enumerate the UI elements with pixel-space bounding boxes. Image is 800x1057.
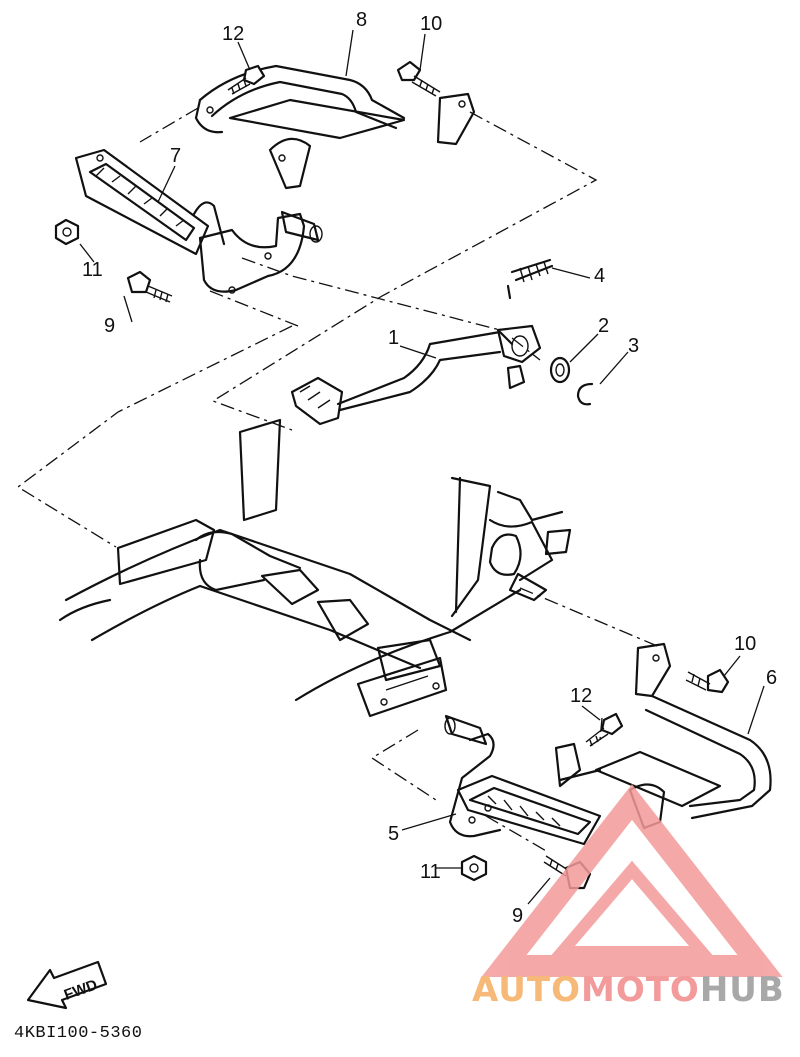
bolt-9-upper <box>126 270 173 303</box>
callout-9-lower: 9 <box>512 905 523 927</box>
callout-labels: 8 10 12 7 11 9 1 4 2 3 10 6 12 5 11 9 <box>82 9 777 927</box>
callout-5: 5 <box>388 823 399 845</box>
watermark-part-2: MOTO <box>580 970 700 1010</box>
part-7-left-footrest <box>74 148 323 294</box>
callout-11-upper: 11 <box>82 259 103 281</box>
assembly-lines <box>16 107 663 853</box>
callout-12-upper: 12 <box>222 23 244 45</box>
watermark-brand-text: AUTOMOTOHUB <box>472 970 785 1010</box>
callout-8: 8 <box>356 9 367 31</box>
callout-7: 7 <box>170 145 181 167</box>
callout-4: 4 <box>594 265 605 287</box>
part-2-washer <box>549 356 571 384</box>
part-1-brake-pedal <box>290 324 542 426</box>
callout-9-upper: 9 <box>104 315 115 337</box>
callout-6: 6 <box>766 667 777 689</box>
callout-2: 2 <box>598 315 609 337</box>
leader-lines <box>79 29 765 905</box>
part-4-spring <box>506 258 554 300</box>
callout-10-upper: 10 <box>420 13 442 35</box>
nut-11-upper <box>54 218 80 246</box>
watermark-part-3: HUB <box>699 970 785 1010</box>
callout-1: 1 <box>388 327 399 349</box>
watermark-logo-icon <box>481 784 783 977</box>
bolt-10-upper <box>396 60 441 97</box>
bolt-12-lower <box>585 712 624 747</box>
callout-11-lower: 11 <box>420 861 441 883</box>
fwd-label: FWD <box>62 976 100 1004</box>
part-6-lower-bracket <box>554 642 772 830</box>
watermark-part-1: AUTO <box>472 970 581 1010</box>
diagram-code: 4KBI100-5360 <box>14 1024 143 1043</box>
callout-10-lower: 10 <box>734 633 756 655</box>
nut-11-lower <box>460 854 488 882</box>
vehicle-frame <box>58 418 572 718</box>
callout-12-lower: 12 <box>570 685 592 707</box>
bolt-10-lower <box>685 668 730 694</box>
part-8-upper-bracket <box>194 64 476 190</box>
bolt-12-upper <box>227 64 266 95</box>
callout-3: 3 <box>628 335 639 357</box>
part-3-clip <box>576 382 594 406</box>
part-5-right-footrest <box>444 714 602 846</box>
fwd-arrow-icon: FWD <box>26 960 108 1010</box>
